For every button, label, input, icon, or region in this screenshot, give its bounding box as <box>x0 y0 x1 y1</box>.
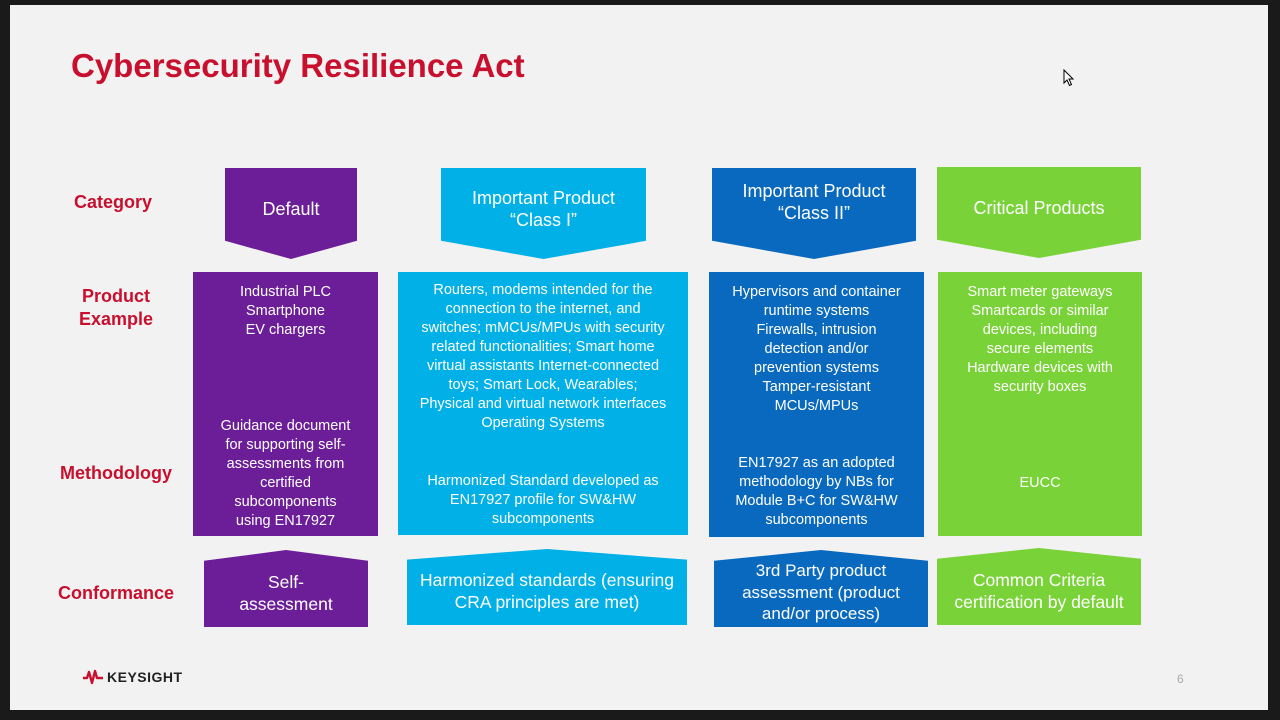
category-class-ii: Important Product “Class II” <box>712 168 916 259</box>
keysight-logo: KEYSIGHT <box>82 669 183 685</box>
conformance-critical: Common Criteria certification by default <box>937 548 1141 625</box>
row-label-product-example: Product Example <box>78 286 154 329</box>
example-class-i: Routers, modems intended for the connect… <box>398 272 688 535</box>
row-label-conformance: Conformance <box>57 583 174 603</box>
category-class-i-label: Important Product “Class I” <box>471 187 616 230</box>
category-critical: Critical Products <box>937 167 1141 258</box>
slide: Cybersecurity Resilience Act Category Pr… <box>10 5 1268 710</box>
example-class-i-text: Routers, modems intended for the connect… <box>419 282 667 431</box>
mouse-cursor-icon <box>1063 69 1075 87</box>
methodology-critical: EUCC <box>1019 475 1061 491</box>
example-class-ii-text: Hypervisors and container runtime system… <box>732 284 901 414</box>
category-class-ii-label: Important Product “Class II” <box>742 180 886 223</box>
conformance-class-i-label: Harmonized standards (ensuring CRA princ… <box>420 570 674 612</box>
conformance-class-ii-label: 3rd Party product assessment (product an… <box>742 561 900 624</box>
keysight-wave-icon <box>83 669 103 685</box>
conformance-default-label: Self- assessment <box>239 571 333 614</box>
example-critical: Smart meter gateways Smartcards or simil… <box>938 272 1142 536</box>
conformance-default: Self- assessment <box>204 550 368 627</box>
conformance-class-ii: 3rd Party product assessment (product an… <box>714 550 928 627</box>
example-critical-text: Smart meter gateways Smartcards or simil… <box>967 284 1113 395</box>
example-class-ii: Hypervisors and container runtime system… <box>709 272 924 537</box>
example-default-text: Industrial PLC Smartphone EV chargers <box>239 284 332 338</box>
category-critical-label: Critical Products <box>973 197 1105 218</box>
page-number: 6 <box>1177 672 1184 686</box>
category-class-i: Important Product “Class I” <box>441 168 646 259</box>
methodology-class-i: Harmonized Standard developed as EN17927… <box>427 473 659 527</box>
row-label-category: Category <box>73 192 153 212</box>
conformance-critical-label: Common Criteria certification by default <box>954 569 1124 612</box>
conformance-class-i: Harmonized standards (ensuring CRA princ… <box>407 549 687 625</box>
row-label-methodology: Methodology <box>60 463 172 483</box>
keysight-logo-text: KEYSIGHT <box>107 669 183 685</box>
methodology-class-ii: EN17927 as an adopted methodology by NBs… <box>735 455 898 528</box>
example-default: Industrial PLC Smartphone EV chargers Gu… <box>193 272 378 536</box>
category-default: Default <box>225 168 357 259</box>
slide-title: Cybersecurity Resilience Act <box>71 47 525 84</box>
category-default-label: Default <box>262 198 320 219</box>
methodology-default: Guidance document for supporting self- a… <box>220 418 351 529</box>
